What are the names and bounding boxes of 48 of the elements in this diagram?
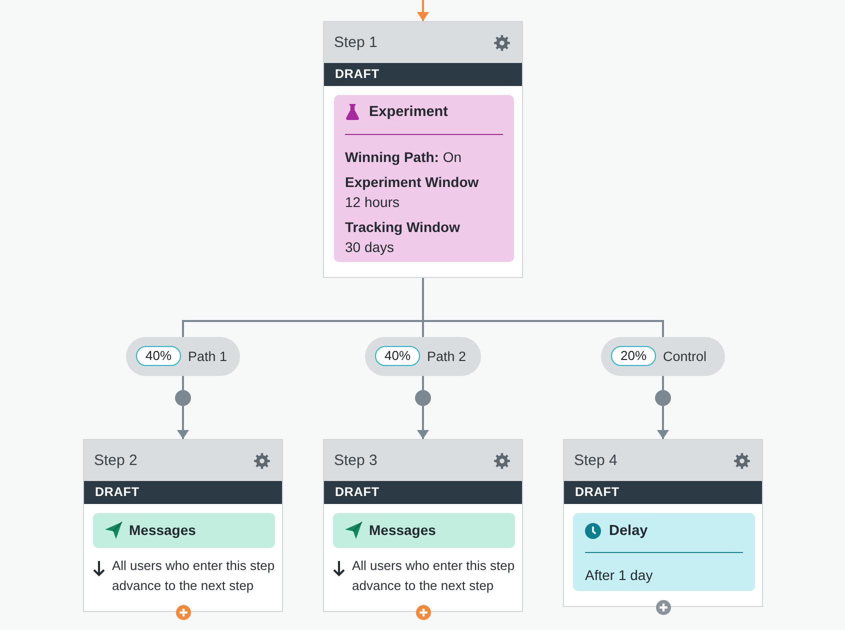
arrow <box>417 0 429 21</box>
step-card <box>563 439 763 607</box>
status-label: DRAFT <box>564 481 762 504</box>
experiment-panel <box>334 95 514 262</box>
panel-title: Messages <box>369 521 436 540</box>
connector-dot <box>415 390 431 406</box>
connector-line <box>422 376 424 390</box>
branch-name: Path 2 <box>427 348 466 366</box>
connector-line <box>182 376 184 390</box>
connector-dot <box>175 390 191 406</box>
setting-name: Tracking Window <box>345 218 461 237</box>
status-label: DRAFT <box>324 63 522 86</box>
step-card <box>323 439 523 612</box>
step-title: Step 4 <box>574 451 618 471</box>
setting-name: Experiment Window <box>345 173 480 192</box>
panel-title: Messages <box>129 521 196 540</box>
panel-title: Experiment <box>369 103 448 122</box>
step-title: Step 3 <box>334 451 378 471</box>
step-card <box>323 21 523 278</box>
step-title: Step 2 <box>94 451 138 471</box>
arrow <box>657 406 669 439</box>
step-card <box>83 439 283 612</box>
status-label: DRAFT <box>324 481 522 504</box>
panel-title: Delay <box>609 522 648 541</box>
step-title: Step 1 <box>334 33 378 53</box>
split-percentage: 40% <box>136 346 181 366</box>
arrow <box>177 406 189 439</box>
arrow <box>417 406 429 439</box>
setting-value: 12 hours <box>345 193 400 212</box>
setting-value: 30 days <box>345 238 396 257</box>
connector-line <box>422 278 664 337</box>
branch-name: Path 1 <box>188 348 228 366</box>
message-panel <box>93 513 275 548</box>
branch-name: Control <box>663 348 707 366</box>
delay-panel <box>573 513 755 591</box>
branch-pill <box>601 337 725 376</box>
step-description: All users who enter this step advance to the next step <box>352 557 516 595</box>
message-panel <box>333 513 515 548</box>
split-percentage: 40% <box>375 346 420 366</box>
split-percentage: 20% <box>611 346 656 366</box>
step-description: All users who enter this step advance to the next step <box>112 557 276 595</box>
branch-pill <box>126 337 240 376</box>
connector-line <box>662 376 664 390</box>
setting-text: Winning Path: On <box>345 148 463 167</box>
branch-pill <box>365 337 481 376</box>
connector-dot <box>655 390 671 406</box>
delay-duration: After 1 day <box>585 566 653 585</box>
status-label: DRAFT <box>84 481 282 504</box>
